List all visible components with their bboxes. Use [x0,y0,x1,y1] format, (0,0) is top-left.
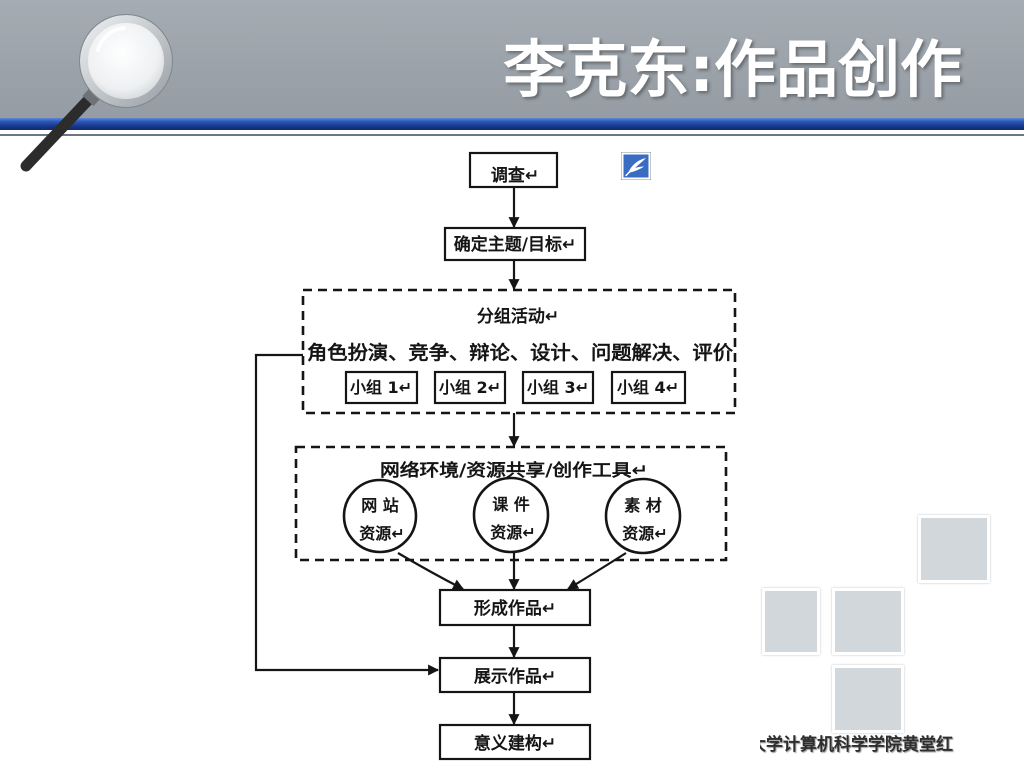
scanned-image-background [240,141,760,768]
decorative-square [762,588,820,655]
team-box-1 [344,370,419,405]
decorative-square [832,665,904,733]
slide-footer: 大学计算机科学学院黄堂红 [749,735,953,755]
feedback-arrow-group-to-show [254,353,440,676]
decorative-square [918,515,990,583]
team-label-2: 小组 2↵ [439,378,501,397]
header-stripe [0,118,1024,130]
resource-name-material: 素 材 [624,496,662,515]
team-box-3 [521,370,595,405]
resource-label-website: 资源↵ [359,524,404,543]
group-activity-title: 分组活动↵ [477,306,559,327]
team-label-4: 小组 4↵ [617,378,679,397]
slide-title: 李克东:作品创作 [503,33,962,106]
arrow-material-to-form-work [567,552,627,590]
show-work-label: 展示作品↵ [474,666,556,687]
decorative-square [832,588,904,655]
environment-title: 网络环境/资源共享/创作工具↵ [380,460,648,481]
team-label-1: 小组 1↵ [350,378,412,397]
header-rule [0,134,1024,136]
form-work-label: 形成作品↵ [474,598,556,619]
survey-label: 调查↵ [491,165,539,186]
define-goal-label: 确定主题/目标↵ [454,234,576,255]
resource-label-courseware: 资源↵ [490,523,535,542]
arrow-website-to-form-work [397,552,464,590]
resource-name-courseware: 课 件 [492,495,530,514]
quill-icon [621,152,651,180]
team-box-2 [433,370,507,405]
meaning-construction-label: 意义建构↵ [474,733,556,754]
group-activity-list: 角色扮演、竞争、辩论、设计、问题解决、评价 [307,341,734,364]
resource-name-website: 网 站 [361,496,399,515]
resource-circle-material [604,477,682,555]
magnifier-handle [20,90,98,172]
resource-label-material: 资源↵ [622,524,667,543]
team-label-3: 小组 3↵ [527,378,589,397]
resource-circle-website [342,478,418,554]
magnifier-highlight [96,26,126,52]
resource-circle-courseware [472,476,550,554]
team-box-4 [610,370,687,405]
magnifier-lens [80,15,172,107]
magnifier-rim [79,14,173,108]
magnifier-icon [20,14,173,172]
